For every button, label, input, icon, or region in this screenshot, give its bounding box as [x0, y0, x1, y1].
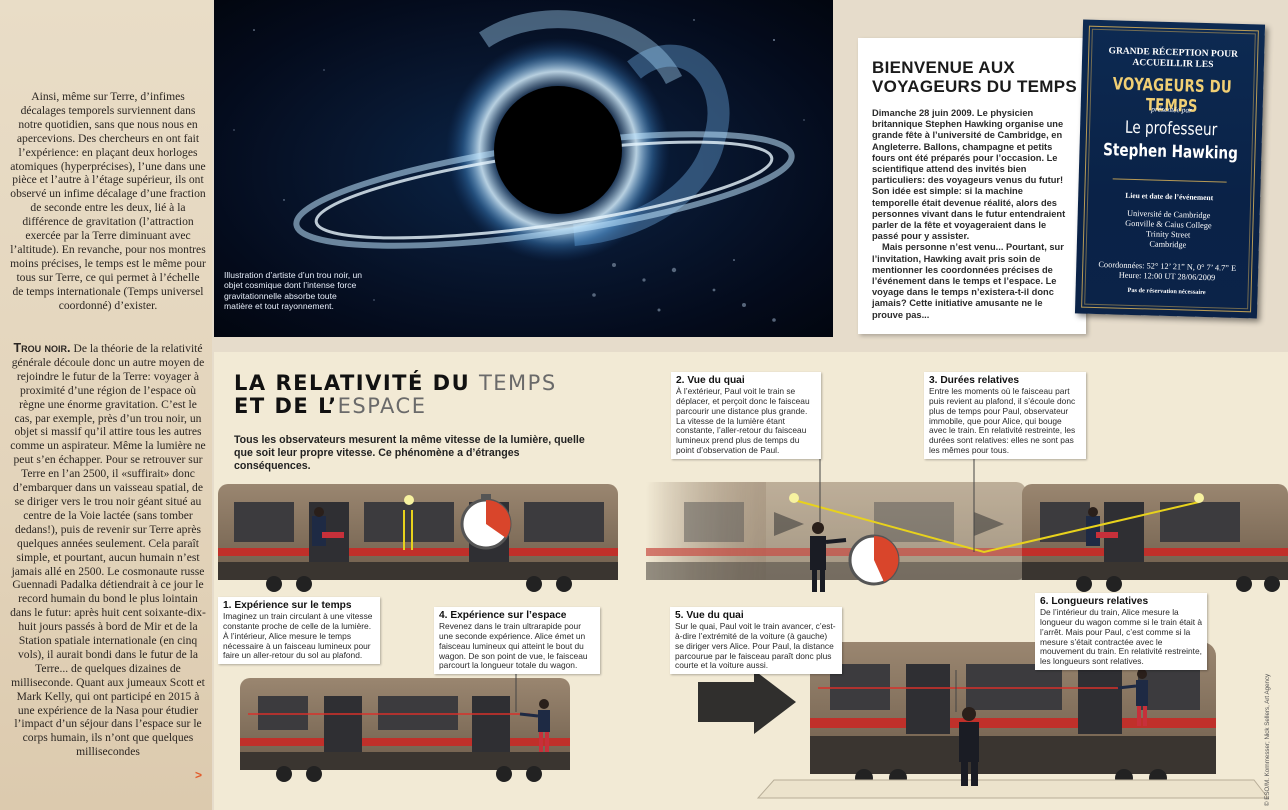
step-text: Entre les moments où le faisceau part pu…	[929, 385, 1076, 456]
body-paragraph-2-text: De la théorie de la relativité générale …	[10, 342, 206, 759]
train-1	[218, 484, 618, 592]
motion-arrow-icon	[698, 670, 796, 734]
invitation-host: Le professeur Stephen Hawking	[1102, 116, 1239, 166]
invitation-card: GRANDE RÉCEPTION POUR ACCUEILLIR LES VOY…	[1074, 19, 1266, 319]
step-title: 1. Expérience sur le temps	[223, 600, 352, 611]
black-hole-graphic	[233, 10, 805, 322]
title-part: LA RELATIVITÉ DU	[234, 371, 479, 395]
news-body: Dimanche 28 juin 2009. Le physicien brit…	[872, 108, 1070, 321]
step-title: 6. Longueurs relatives	[1040, 596, 1149, 607]
step-callout-4: 4. Expérience sur l’espace Revenez dans …	[434, 607, 600, 675]
paul-figure-1	[810, 522, 900, 592]
invitation-address: Université de Cambridge Gonville & Caius…	[1077, 207, 1260, 252]
title-highlight: TEMPS	[478, 371, 557, 395]
step-title: 2. Vue du quai	[676, 375, 745, 386]
step-title: 4. Expérience sur l’espace	[439, 610, 567, 621]
news-title: BIENVENUE AUX VOYAGEURS DU TEMPS	[872, 58, 1078, 96]
train-5	[810, 642, 1216, 787]
step-callout-3: 3. Durées relatives Entre les moments où…	[924, 372, 1086, 460]
step-text: Imaginez un train circulant à une vitess…	[223, 610, 373, 661]
continue-arrow-icon[interactable]: >	[194, 768, 202, 782]
step-text: Sur le quai, Paul voit le train avancer,…	[675, 620, 836, 671]
news-box: BIENVENUE AUX VOYAGEURS DU TEMPS Dimanch…	[858, 38, 1086, 334]
infographic-title: LA RELATIVITÉ DU TEMPS ET DE L’ESPACE	[234, 372, 557, 418]
title-highlight: ESPACE	[337, 394, 427, 418]
invitation-kicker: GRANDE RÉCEPTION POUR ACCUEILLIR LES	[1108, 46, 1239, 71]
step-text: À l’extérieur, Paul voit le train se dép…	[676, 385, 810, 456]
title-line-2: ET DE L’ESPACE	[234, 394, 426, 418]
step-callout-1: 1. Expérience sur le temps Imaginez un t…	[218, 597, 380, 665]
step-callout-5: 5. Vue du quai Sur le quai, Paul voit le…	[670, 607, 842, 675]
train-illustration	[218, 388, 1288, 799]
paul-figure-2	[959, 707, 979, 786]
step-text: Revenez dans le train ultrarapide pour u…	[439, 620, 588, 671]
body-paragraph-2: Trou noir. De la théorie de la relativit…	[10, 341, 206, 759]
image-credit: © ESO/M. Kornmesser; Nick Sellers, Art A…	[1264, 673, 1271, 806]
section-lead: Trou noir.	[13, 341, 71, 355]
left-text-column: Ainsi, même sur Terre, d’infimes décalag…	[0, 0, 212, 810]
title-part: ET DE L’	[234, 394, 338, 418]
step-title: 3. Durées relatives	[929, 375, 1020, 386]
step-callout-6: 6. Longueurs relatives De l’intérieur du…	[1035, 593, 1207, 671]
train-2	[646, 482, 1026, 580]
step-text: De l’intérieur du train, Alice mesure la…	[1040, 606, 1203, 667]
step-callout-2: 2. Vue du quai À l’extérieur, Paul voit …	[671, 372, 821, 460]
step-title: 5. Vue du quai	[675, 610, 744, 621]
host-line-2: Stephen Hawking	[1102, 140, 1239, 164]
train-4	[240, 678, 570, 782]
news-body-paragraph-2: Mais personne n’est venu... Pourtant, su…	[872, 242, 1064, 320]
news-body-paragraph-1: Dimanche 28 juin 2009. Le physicien brit…	[872, 108, 1066, 242]
title-line-1: LA RELATIVITÉ DU TEMPS	[234, 371, 557, 395]
body-paragraph-1: Ainsi, même sur Terre, d’infimes décalag…	[10, 90, 206, 312]
black-hole-illustration: Illustration d’artiste d’un trou noir, u…	[214, 0, 833, 337]
image-caption: Illustration d’artiste d’un trou noir, u…	[224, 270, 363, 312]
infographic-lede: Tous les observateurs mesurent la même v…	[234, 434, 585, 472]
train-3	[1022, 484, 1288, 592]
